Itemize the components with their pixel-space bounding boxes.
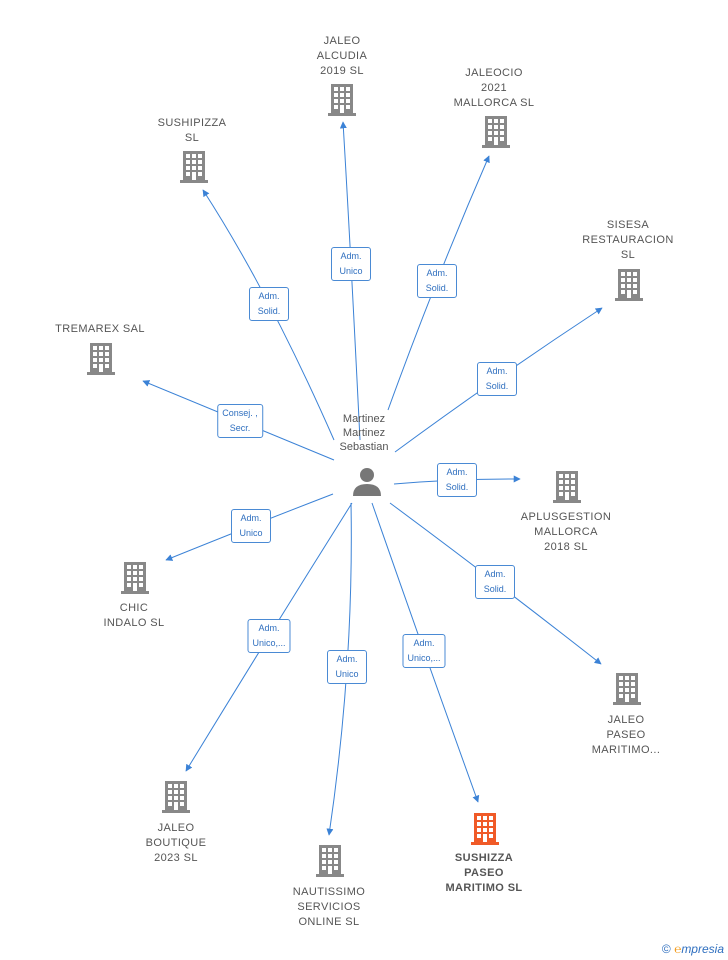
role-badge-nautissimo[interactable]: Adm. Unico [327,650,367,684]
role-badge-jaleo-paseo[interactable]: Adm. Solid. [475,565,515,599]
role-badge-sushipizza[interactable]: Adm. Solid. [249,287,289,321]
company-label-tremarex[interactable]: TREMAREX SAL [55,323,145,335]
role-badge-aplusgestion[interactable]: Adm. Solid. [437,463,477,497]
building-icon[interactable] [471,813,499,845]
building-icon[interactable] [121,562,149,594]
empresia-logo-text: mpresia [681,942,724,956]
role-badge-tremarex[interactable]: Consej. , Secr. [217,404,263,438]
company-label-sushipizza[interactable]: SUSHIPIZZA SL [157,117,227,144]
edge-jaleo-alcudia [339,121,361,441]
company-label-jaleocio[interactable]: JALEOCIO 2021 MALLORCA SL [453,67,535,109]
role-badge-chic-indalo[interactable]: Adm. Unico [231,509,271,543]
role-badge-jaleo-boutique[interactable]: Adm. Unico,... [247,619,291,653]
empresia-logo-e: ℮ [674,942,682,956]
role-badge-sisesa[interactable]: Adm. Solid. [477,362,517,396]
person-icon [353,468,381,496]
company-label-jaleo-paseo[interactable]: JALEO PASEO MARITIMO... [591,714,661,756]
company-label-sushizza[interactable]: SUSHIZZA PASEO MARITIMO SL [445,852,523,894]
building-icon[interactable] [553,471,581,503]
building-icon[interactable] [482,116,510,148]
footer-brand: © ℮mpresia [662,942,724,956]
company-label-sisesa[interactable]: SISESA RESTAURACION SL [582,219,674,261]
role-badge-sushizza[interactable]: Adm. Unico,... [402,634,446,668]
building-icon[interactable] [316,845,344,877]
building-icon[interactable] [180,151,208,183]
center-person-label[interactable]: Martinez Martinez Sebastian [339,413,389,453]
building-icon[interactable] [87,343,115,375]
copyright-icon: © [661,942,671,956]
company-label-jaleo-alcudia[interactable]: JALEO ALCUDIA 2019 SL [316,35,368,77]
company-label-jaleo-boutique[interactable]: JALEO BOUTIQUE 2023 SL [145,822,207,864]
building-icon[interactable] [615,269,643,301]
building-icon[interactable] [613,673,641,705]
role-badge-jaleocio[interactable]: Adm. Solid. [417,264,457,298]
role-badge-jaleo-alcudia[interactable]: Adm. Unico [331,247,371,281]
building-icon[interactable] [162,781,190,813]
company-label-nautissimo[interactable]: NAUTISSIMO SERVICIOS ONLINE SL [292,886,366,928]
building-icon[interactable] [328,84,356,116]
company-label-aplusgestion[interactable]: APLUSGESTION MALLORCA 2018 SL [520,511,612,553]
company-label-chic-indalo[interactable]: CHIC INDALO SL [103,602,165,629]
